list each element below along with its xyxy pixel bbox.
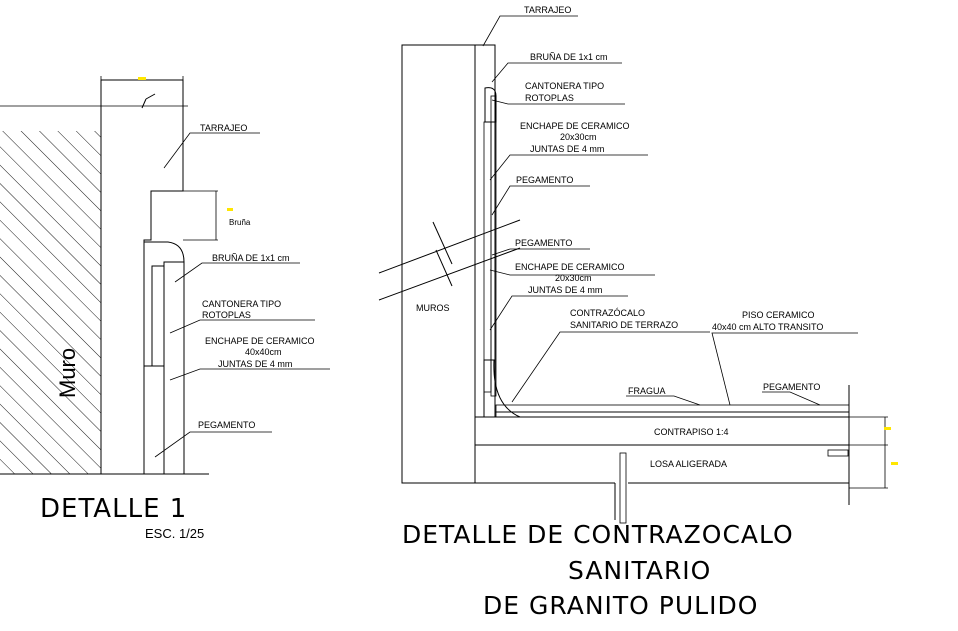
label-juntas: JUNTAS DE 4 mm: [218, 359, 292, 369]
label-enchape-b-2: 20x30cm: [555, 273, 592, 283]
label-piso-1: PISO CERAMICO: [742, 310, 815, 320]
label-enchape-a-1: ENCHAPE DE CERAMICO: [520, 121, 630, 131]
detail-2: TARRAJEO BRUÑA DE 1x1 cm CANTONERA TIPO …: [378, 5, 898, 620]
label-enchape-1: ENCHAPE DE CERAMICO: [205, 336, 315, 346]
wall-label: Muro: [55, 348, 80, 398]
label-fragua: FRAGUA: [628, 386, 666, 396]
label-enchape-a-2: 20x30cm: [560, 132, 597, 142]
label-tarrajeo-2: TARRAJEO: [524, 5, 571, 15]
cantonera-profile: [151, 265, 165, 367]
plaster-layer: [100, 79, 184, 475]
detail-2-title-line3: DE GRANITO PULIDO: [483, 591, 758, 620]
wall-hatch-2: [401, 44, 476, 484]
label-juntas-a: JUNTAS DE 4 mm: [530, 144, 604, 154]
floor-tile: [495, 404, 850, 413]
detail-2-title-line1: DETALLE DE CONTRAZOCALO: [402, 520, 794, 549]
label-cantonera-2: ROTOPLAS: [202, 310, 251, 320]
label-pegamento-c: PEGAMENTO: [763, 382, 820, 392]
label-contrazocalo-1: CONTRAZÓCALO: [570, 308, 645, 318]
label-pegamento-a: PEGAMENTO: [516, 175, 573, 185]
cove-sanitary: [483, 359, 521, 418]
label-contrazocalo-2: SANITARIO DE TERRAZO: [570, 320, 678, 330]
label-cantonera-2a: CANTONERA TIPO: [525, 81, 604, 91]
detail-1-title: DETALLE 1: [40, 494, 187, 524]
detail-1: Muro TARRAJEO Bruña BRUÑA DE 1x1 cm CANT…: [0, 76, 330, 541]
wall-hatch: [0, 131, 101, 474]
label-losa: LOSA ALIGERADA: [650, 459, 727, 469]
label-bruna: BRUÑA DE 1x1 cm: [212, 253, 290, 263]
label-piso-2: 40x40 cm ALTO TRANSITO: [712, 322, 823, 332]
label-pegamento: PEGAMENTO: [198, 420, 255, 430]
label-pegamento-b: PEGAMENTO: [515, 238, 572, 248]
label-enchape-2: 40x40cm: [245, 347, 282, 357]
detail-1-scale: ESC. 1/25: [145, 526, 204, 541]
label-tarrajeo: TARRAJEO: [200, 123, 247, 133]
detail-2-title-line2: SANITARIO: [568, 556, 711, 585]
label-cantonera-2b: ROTOPLAS: [525, 93, 574, 103]
label-bruna-2: BRUÑA DE 1x1 cm: [530, 52, 608, 62]
label-contrapiso: CONTRAPISO 1:4: [654, 427, 729, 437]
label-muros: MUROS: [416, 303, 450, 313]
label-enchape-b-1: ENCHAPE DE CERAMICO: [515, 262, 625, 272]
label-bruna-dim: Bruña: [229, 218, 251, 227]
label-cantonera-1: CANTONERA TIPO: [202, 299, 281, 309]
label-juntas-b: JUNTAS DE 4 mm: [528, 285, 602, 295]
